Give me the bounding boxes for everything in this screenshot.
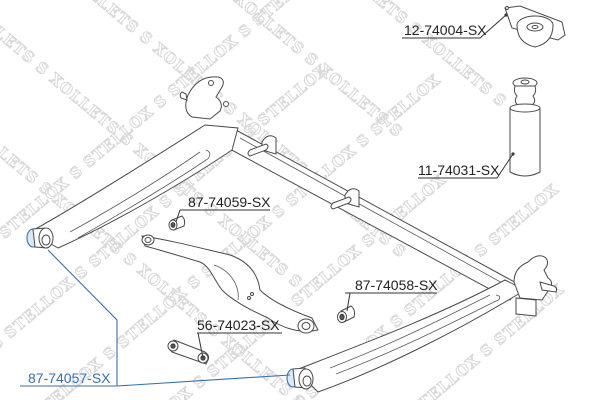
label-12-74004-sx: 12-74004-SX — [404, 22, 487, 38]
bushing-87-74057-left-part — [26, 227, 54, 249]
label-11-74031-sx: 11-74031-SX — [418, 162, 500, 178]
label-87-74059-sx: 87-74059-SX — [188, 194, 271, 210]
bushing-87-74057-right-part — [286, 367, 314, 390]
bump-stop-11-74031-part — [509, 77, 541, 177]
lower-control-arm — [141, 234, 319, 334]
left-trailing-arm — [28, 76, 239, 249]
label-87-74058-sx: 87-74058-SX — [355, 277, 438, 293]
label-56-74023-sx: 56-74023-SX — [197, 317, 280, 333]
callout-lines — [20, 14, 514, 387]
label-87-74057-sx: 87-74057-SX — [28, 370, 111, 386]
bushing-87-74059-part — [168, 215, 186, 231]
link-56-74023-part — [167, 339, 210, 365]
right-trailing-arm — [295, 255, 558, 393]
top-mount-12-74004-part — [504, 5, 566, 48]
bushing-87-74058-part — [337, 305, 356, 323]
